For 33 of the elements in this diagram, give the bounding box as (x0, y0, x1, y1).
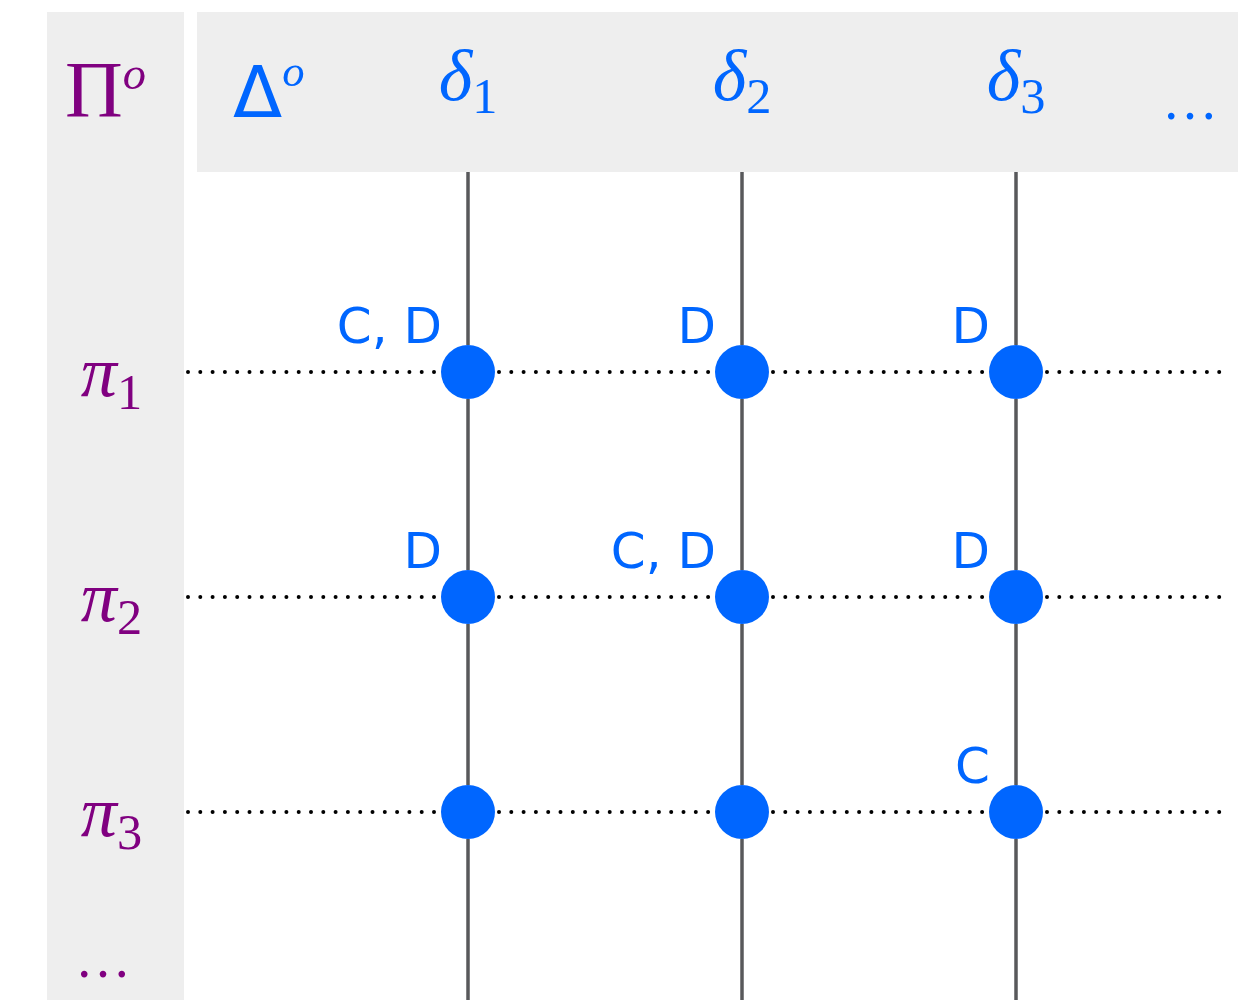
row-label: π$_{3}$ (47, 767, 184, 857)
ellipsis: … (75, 930, 131, 986)
ellipsis: … (1162, 72, 1218, 128)
dotted-line (1045, 810, 1224, 814)
vertical-line (1014, 839, 1018, 1000)
vertical-line (466, 399, 470, 570)
vertical-line (466, 624, 470, 785)
point-label: C, D (610, 526, 716, 576)
vertical-line (1014, 172, 1018, 345)
vertical-line (1014, 399, 1018, 570)
vertical-line (740, 172, 744, 345)
row-label: π$_{1}$ (47, 327, 184, 417)
dotted-line (1045, 595, 1224, 599)
dotted-line (1045, 370, 1224, 374)
vertical-line (740, 624, 744, 785)
band-heading: Δ$^{o}$ (233, 56, 305, 128)
point-label: D (677, 301, 716, 351)
column-label: δ$_{2}$ (692, 40, 792, 172)
vertical-line (740, 399, 744, 570)
band-heading: Π$^{o}$ (65, 50, 146, 130)
point-label: D (403, 526, 442, 576)
point-label: D (951, 526, 990, 576)
point-label: C (955, 741, 990, 791)
point-label: D (951, 301, 990, 351)
point-label: C, D (336, 301, 442, 351)
column-label: δ$_{3}$ (966, 40, 1066, 172)
vertical-line (466, 839, 470, 1000)
column-label: δ$_{1}$ (418, 40, 518, 172)
column-header-band (197, 12, 1238, 172)
vertical-line (740, 839, 744, 1000)
vertical-line (1014, 624, 1018, 785)
vertical-line (466, 172, 470, 345)
row-label: π$_{2}$ (47, 552, 184, 642)
